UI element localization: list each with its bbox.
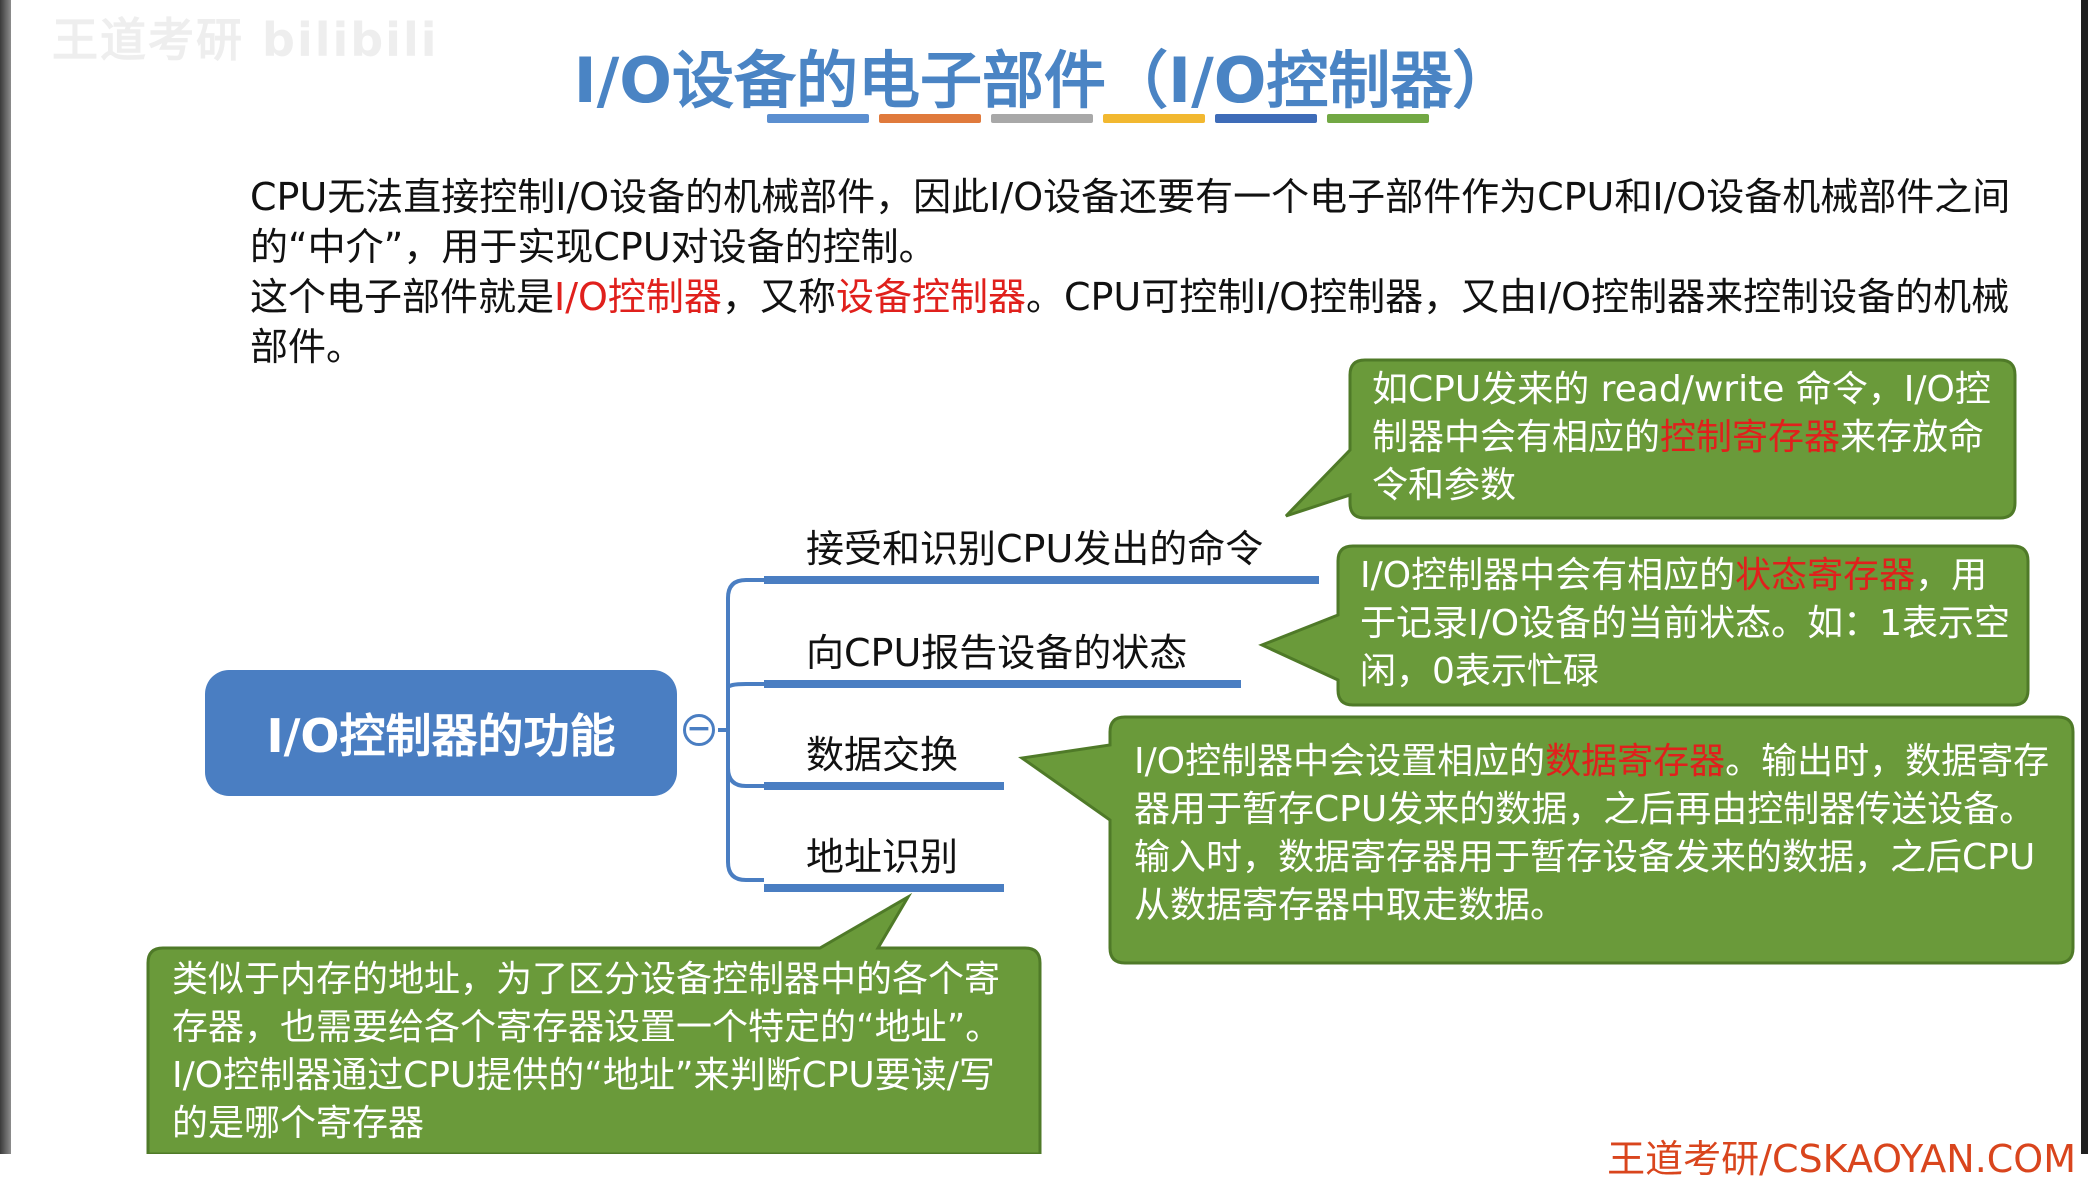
callout-bubble-command [1284, 358, 2017, 520]
branch-underline [764, 884, 1004, 892]
title-color-bar [767, 114, 1429, 123]
callout-bubble-data [1018, 715, 2075, 965]
callout-bubble-status [1258, 544, 2030, 707]
callout-text: I/O控制器中会有相应的 [1360, 555, 1736, 596]
callout-address-text: 类似于内存的地址，为了区分设备控制器中的各个寄存器，也需要给各个寄存器设置一个特… [172, 959, 1002, 1144]
callout-text: 。输出时，数据寄存器用于暂存CPU发来的数据，之后再由控制器传送设备。输入时，数… [1134, 741, 2050, 926]
intro-text: ，又称 [721, 275, 836, 319]
callout-status-text: I/O控制器中会有相应的状态寄存器，用于记录I/O设备的当前状态。如：1表示空闲… [1360, 552, 2015, 696]
color-segment [991, 114, 1093, 123]
intro-text: CPU无法直接控制I/O设备的机械部件，因此I/O设备还要有一个电子部件作为CP… [250, 175, 2011, 269]
intro-text: 。CPU可控制I/O控制器，又由I/O控制器来控制设备的机械部件。 [250, 275, 2010, 369]
callout-bubble-address [146, 892, 1042, 1154]
root-node[interactable]: I/O控制器的功能 [205, 670, 677, 796]
highlight-device-controller: 设备控制器 [835, 275, 1026, 319]
branch-label-data[interactable]: 数据交换 [806, 733, 959, 777]
color-segment [879, 114, 981, 123]
color-segment [1327, 114, 1429, 123]
branch-label-command[interactable]: 接受和识别CPU发出的命令 [806, 527, 1264, 571]
callout-text: I/O控制器中会设置相应的 [1134, 741, 1546, 782]
branch-underline [764, 576, 1319, 584]
intro-text: 这个电子部件就是 [250, 275, 555, 319]
highlight-data-register: 数据寄存器 [1545, 741, 1726, 782]
color-segment [1103, 114, 1205, 123]
video-left-edge [0, 0, 11, 1154]
branch-label-status[interactable]: 向CPU报告设备的状态 [806, 631, 1188, 675]
watermark-logo: 王道考研 bilibili [52, 13, 439, 67]
callout-command-text: 如CPU发来的 read/write 命令，I/O控制器中会有相应的控制寄存器来… [1372, 366, 2002, 510]
footer-brand: 王道考研/CSKAOYAN.COM [1607, 1137, 2076, 1181]
highlight-io-controller: I/O控制器 [554, 275, 722, 319]
video-right-edge [2081, 0, 2088, 1154]
collapse-button[interactable]: − [683, 714, 715, 746]
branch-underline [764, 782, 1004, 790]
highlight-status-register: 状态寄存器 [1735, 555, 1916, 596]
color-segment [767, 114, 869, 123]
branch-label-address[interactable]: 地址识别 [806, 835, 959, 879]
intro-paragraph-2: 这个电子部件就是I/O控制器，又称设备控制器。CPU可控制I/O控制器，又由I/… [250, 272, 2040, 372]
highlight-control-register: 控制寄存器 [1660, 417, 1841, 458]
callout-text: 如CPU发来的 read/write 命令，I/O控制器中会有相应的 [1372, 369, 1991, 458]
callout-text: 来存放命令和参数 [1372, 417, 1985, 506]
branch-underline [764, 680, 1241, 688]
slide-title: I/O设备的电子部件（I/O控制器） [573, 44, 1515, 117]
mindmap-drawing [146, 358, 2075, 1154]
branch-connector [718, 578, 764, 882]
callout-data-text: I/O控制器中会设置相应的数据寄存器。输出时，数据寄存器用于暂存CPU发来的数据… [1134, 738, 2064, 930]
color-segment [1215, 114, 1317, 123]
callout-text: ，用于记录I/O设备的当前状态。如：1表示空闲，0表示忙碌 [1360, 555, 2010, 692]
intro-paragraph-1: CPU无法直接控制I/O设备的机械部件，因此I/O设备还要有一个电子部件作为CP… [250, 172, 2040, 272]
